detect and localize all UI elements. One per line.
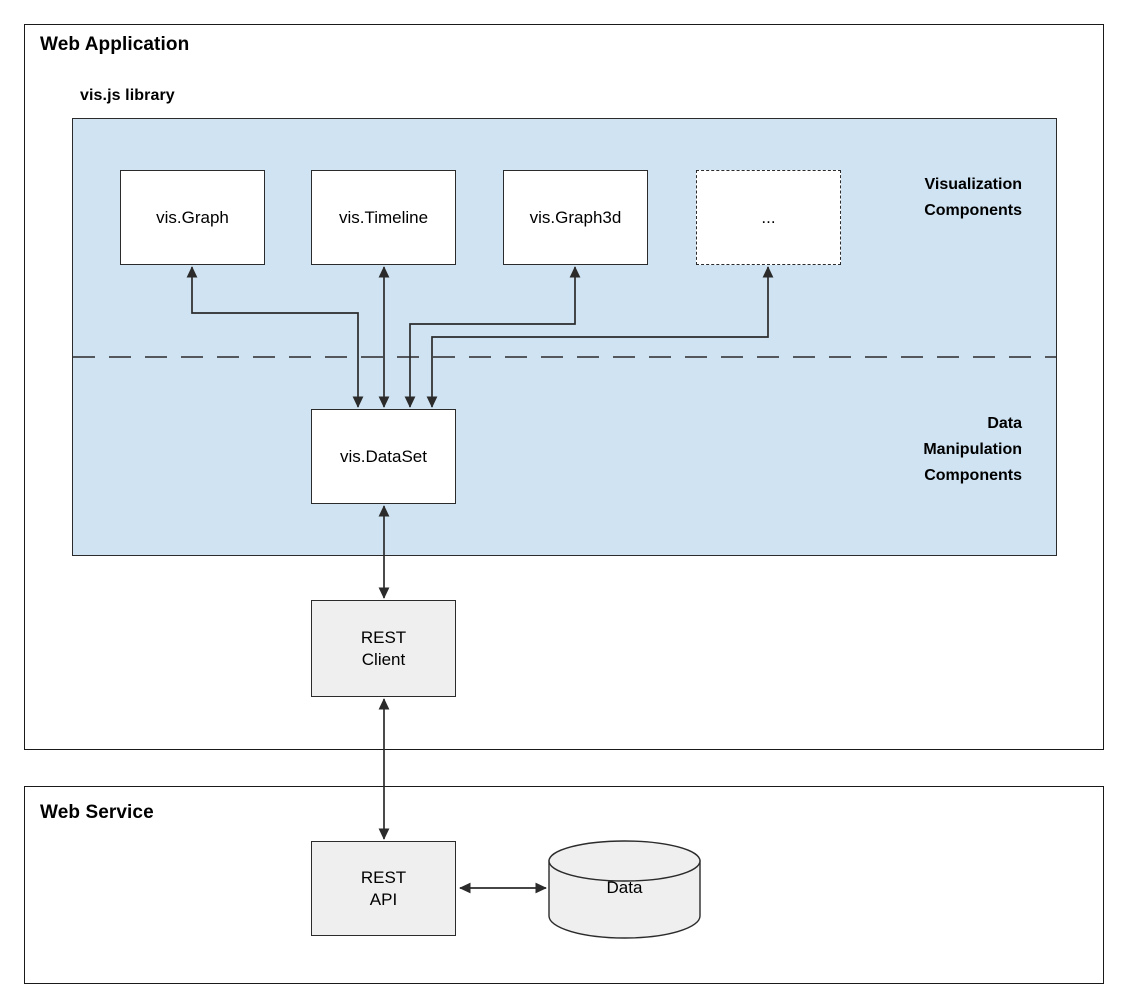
panel-title-web-service: Web Service: [40, 802, 154, 823]
node-vis-timeline-label: vis.Timeline: [338, 207, 429, 227]
node-vis-graph3d[interactable]: vis.Graph3d: [503, 170, 648, 265]
node-vis-dataset-label: vis.DataSet: [340, 446, 427, 466]
node-vis-graph-label: vis.Graph: [156, 207, 229, 227]
node-vis-graph3d-label: vis.Graph3d: [529, 207, 622, 227]
node-vis-timeline[interactable]: vis.Timeline: [311, 170, 456, 265]
node-ellipsis[interactable]: ...: [696, 170, 841, 265]
library-title: vis.js library: [80, 87, 175, 104]
node-vis-graph[interactable]: vis.Graph: [120, 170, 265, 265]
panel-title-web-application: Web Application: [40, 34, 190, 55]
node-data-store-label: Data: [606, 878, 643, 897]
node-vis-dataset[interactable]: vis.DataSet: [311, 409, 456, 504]
node-ellipsis-label: ...: [761, 207, 776, 227]
